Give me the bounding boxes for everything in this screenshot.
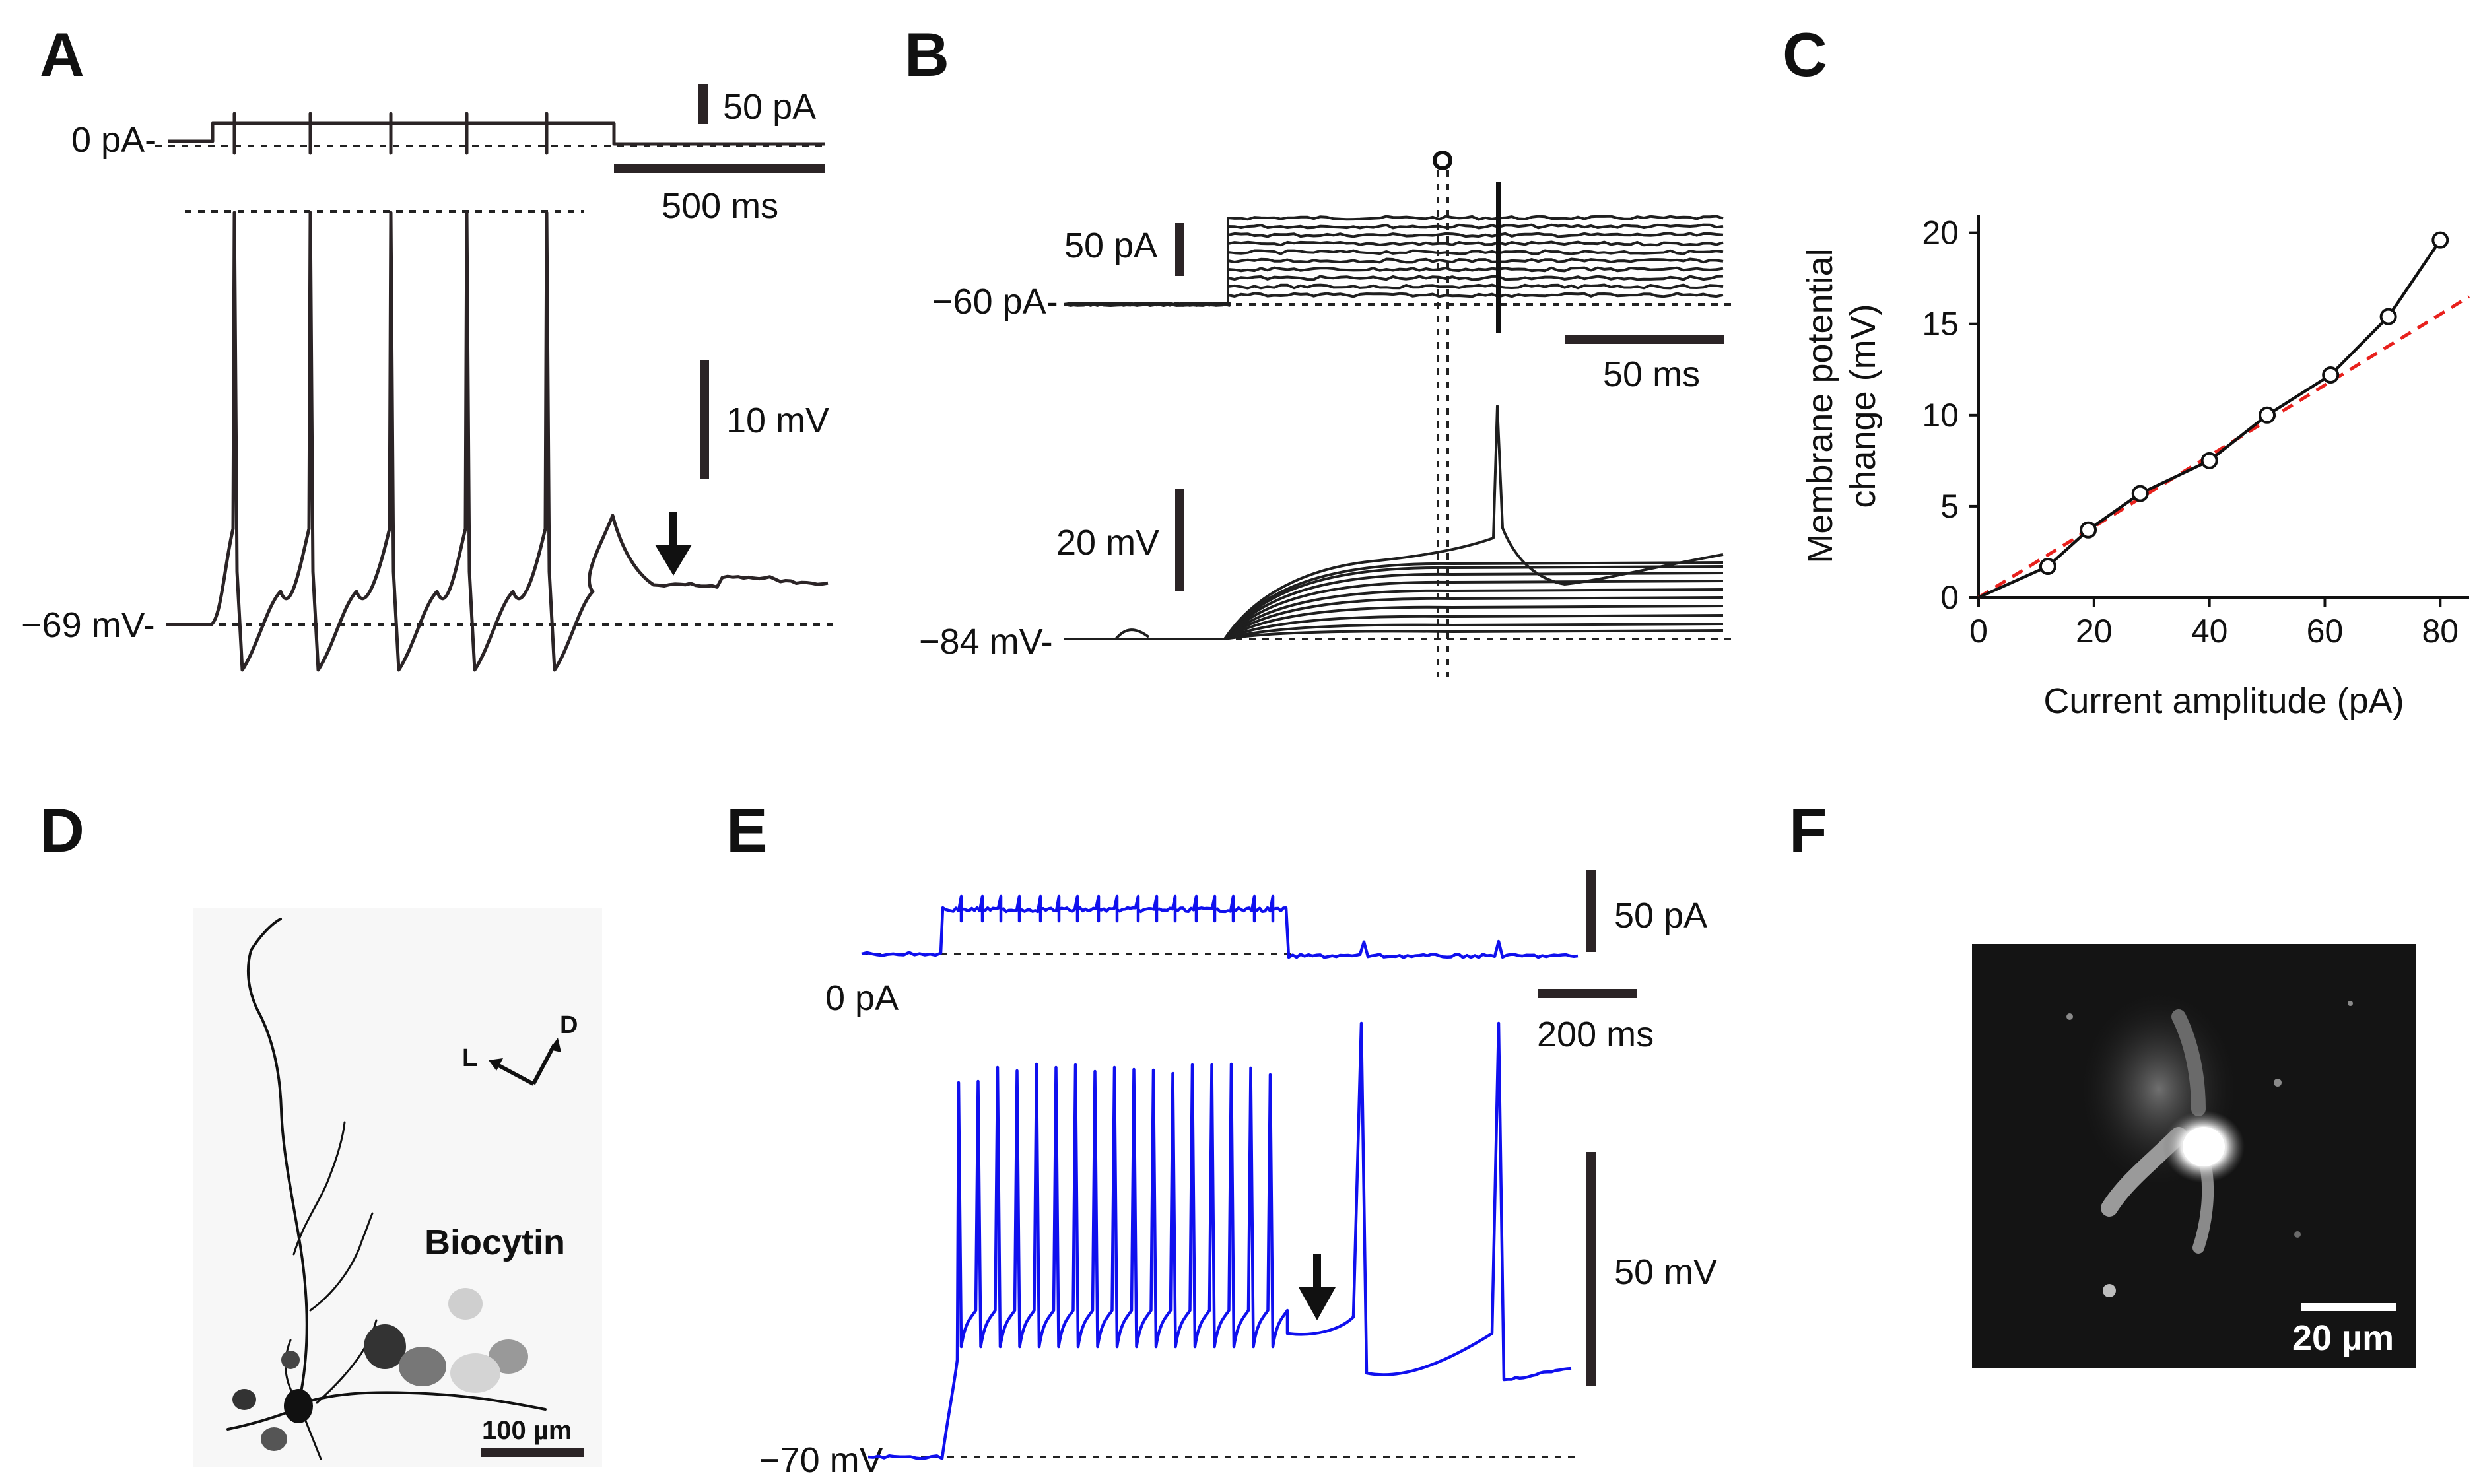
c-x-tick-label: 80 (2422, 613, 2459, 650)
panel-b-voltage-response (1064, 623, 1724, 640)
panel-d-orientation-d: D (560, 1011, 578, 1039)
c-y-axis-label-line2: change (mV) (1843, 304, 1883, 508)
panel-b-voltage-baseline-label: −84 mV- (919, 622, 1053, 661)
panel-a-time-scale-label: 500 ms (662, 186, 778, 226)
panel-e-current-baseline-label: 0 pA (825, 978, 899, 1018)
panel-a-voltage-baseline-label: −69 mV- (21, 605, 155, 645)
panel-b-current-step (1064, 275, 1724, 307)
panel-a-arrow-icon (655, 512, 692, 576)
panel-b-time-scale-label: 50 ms (1603, 354, 1700, 394)
c-fit-line (1977, 295, 2470, 599)
panel-d-micrograph (193, 908, 602, 1467)
panel-b-voltage-response (1064, 588, 1724, 640)
panel-a: A 0 pA- 50 pA 500 ms 10 mV −69 mV- (21, 20, 835, 672)
panel-c-label: C (1783, 20, 1827, 89)
panel-d-label: D (40, 795, 85, 865)
panel-b-current-step (1064, 292, 1724, 307)
c-x-tick-label: 40 (2191, 613, 2228, 650)
panel-d-neuron-image (226, 918, 547, 1460)
panel-d-scale-label: 100 µm (482, 1416, 572, 1445)
panel-b-voltage-traces (1064, 405, 1724, 640)
c-y-tick-label: 20 (1922, 215, 1959, 252)
c-data-point (2200, 452, 2218, 469)
c-data-point (2431, 231, 2449, 249)
panel-b-voltage-scale-label: 20 mV (1056, 523, 1159, 562)
panel-b-voltage-response (1064, 596, 1724, 640)
panel-b-voltage-hump (1114, 628, 1150, 640)
c-data-point (2039, 558, 2056, 576)
c-y-tick-label: 0 (1940, 579, 1959, 616)
c-data-point (2322, 366, 2340, 384)
panel-e-current-trace (861, 894, 1579, 959)
panel-e-label: E (726, 795, 768, 865)
panel-a-voltage-trace (166, 211, 829, 672)
c-y-tick-label: 15 (1922, 306, 1959, 343)
panel-b-current-traces (1064, 215, 1724, 307)
panel-e-current-scale-label: 50 pA (1614, 896, 1707, 935)
c-x-tick-label: 60 (2307, 613, 2344, 650)
panel-a-current-baseline-label: 0 pA- (71, 120, 156, 160)
panel-e-voltage-trace (867, 1021, 1572, 1460)
panel-a-current-scale-label: 50 pA (723, 87, 816, 127)
panel-a-current-trace (168, 112, 825, 155)
c-data-point (2379, 308, 2397, 325)
panel-b-timepoint-marker (1433, 151, 1452, 170)
panel-b-voltage-response (1064, 605, 1724, 640)
panel-e-voltage-scale-label: 50 mV (1614, 1252, 1717, 1292)
c-y-tick-label: 10 (1922, 397, 1959, 434)
panel-b: B 50 pA −60 pA- 50 ms 20 mV −84 mV- (904, 20, 1736, 677)
panel-e-arrow-icon (1299, 1254, 1336, 1320)
panel-b-voltage-response (1064, 629, 1724, 640)
panel-f-neuron-image (2066, 990, 2353, 1297)
panel-d-stain-label: Biocytin (425, 1223, 565, 1262)
panel-d: D L D (40, 795, 602, 1467)
c-x-tick-label: 0 (1969, 613, 1988, 650)
panel-e-voltage-baseline-label: −70 mV (759, 1440, 883, 1480)
c-data-point (2131, 485, 2149, 502)
c-y-tick-label: 5 (1940, 488, 1959, 525)
panel-f: F 20 µm (1789, 795, 2416, 1368)
panel-d-orientation: L D (462, 1011, 578, 1086)
panel-d-cell-bodies (232, 1288, 528, 1451)
panel-b-current-scale-label: 50 pA (1064, 226, 1157, 265)
panel-b-current-baseline-label: −60 pA- (932, 282, 1058, 321)
panel-b-voltage-response (1064, 405, 1724, 640)
c-x-axis-label: Current amplitude (pA) (2043, 681, 2404, 721)
panel-d-orientation-l: L (462, 1044, 477, 1072)
c-data-line (1978, 239, 2442, 599)
panel-b-voltage-response (1064, 614, 1724, 640)
panel-a-label: A (40, 20, 85, 89)
panel-b-current-step (1064, 257, 1724, 307)
c-data-point (2080, 521, 2097, 539)
panel-e-time-scale-label: 200 ms (1537, 1015, 1654, 1054)
panel-f-label: F (1789, 795, 1827, 865)
panel-e: E 50 pA 0 pA 200 ms 50 mV −70 mV (726, 795, 1717, 1480)
panel-b-voltage-response (1064, 565, 1724, 640)
panel-b-label: B (904, 20, 949, 89)
c-y-axis-label-line1: Membrane potential (1800, 248, 1840, 563)
c-data-point (2259, 406, 2276, 424)
panel-a-voltage-scale-label: 10 mV (726, 401, 829, 440)
c-x-tick-label: 20 (2076, 613, 2113, 650)
panel-f-scale-label: 20 µm (2292, 1318, 2394, 1358)
